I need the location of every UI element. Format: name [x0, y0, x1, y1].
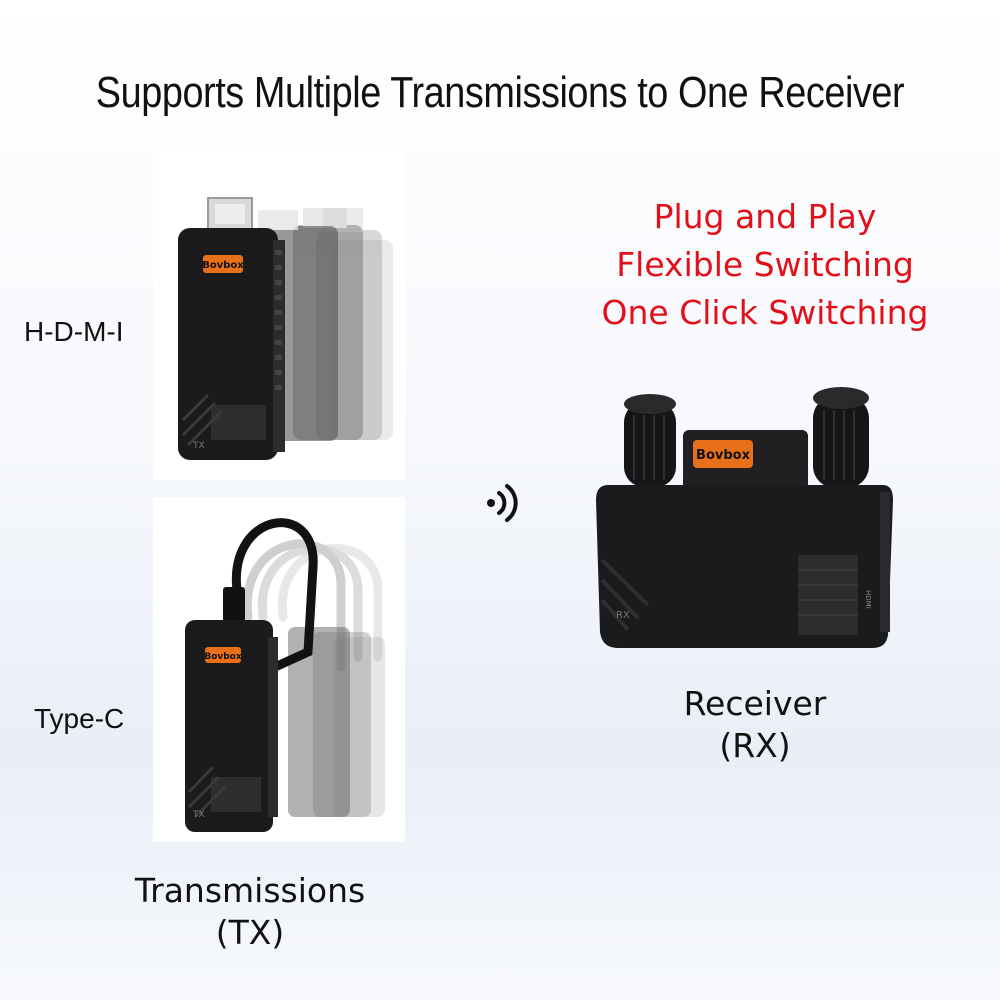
- feature-item: Plug and Play: [653, 197, 877, 236]
- typec-transmitter-image: Bovbox TX: [153, 497, 405, 842]
- receiver-caption: Receiver (RX): [640, 683, 870, 767]
- receiver-caption-line2: (RX): [719, 726, 791, 765]
- receiver-image: Bovbox RX HDMI: [588, 380, 898, 670]
- brand-logo: Bovbox: [696, 448, 751, 463]
- brand-logo: Bovbox: [202, 260, 244, 271]
- rx-mark: RX: [616, 610, 630, 621]
- tx-mark: TX: [192, 810, 205, 820]
- tx-mark: TX: [192, 441, 205, 451]
- page-title: Supports Multiple Transmissions to One R…: [95, 68, 905, 117]
- feature-item: Flexible Switching: [616, 245, 914, 284]
- typec-label: Type-C: [34, 703, 125, 734]
- receiver-caption-line1: Receiver: [683, 684, 827, 723]
- transmitters-caption-line1: Transmissions: [134, 871, 366, 910]
- feature-item: One Click Switching: [601, 293, 929, 332]
- brand-logo: Bovbox: [204, 652, 242, 662]
- port-label: HDMI: [864, 590, 872, 609]
- hdmi-transmitter-image: Bovbox TX: [153, 150, 405, 480]
- wireless-signal-icon: [482, 478, 522, 532]
- feature-list: Plug and Play Flexible Switching One Cli…: [560, 193, 970, 337]
- hdmi-label: H-D-M-I: [24, 316, 124, 347]
- transmitters-caption: Transmissions (TX): [100, 870, 400, 954]
- transmitters-caption-line2: (TX): [215, 913, 285, 952]
